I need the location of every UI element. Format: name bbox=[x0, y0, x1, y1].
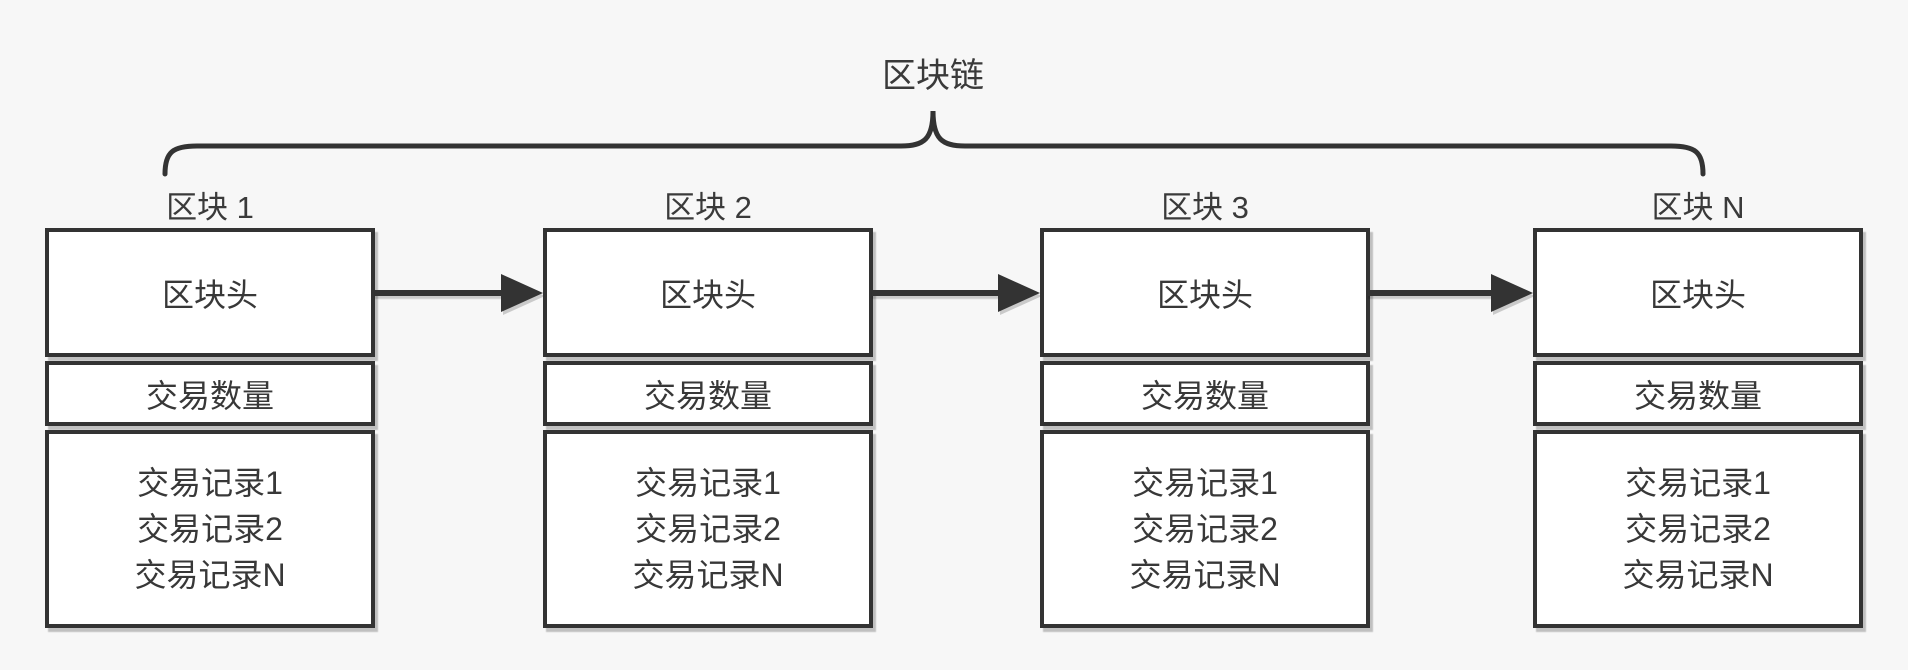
block-2-header-cell: 区块头 bbox=[543, 228, 873, 357]
block-3-header-label: 区块头 bbox=[1156, 276, 1253, 313]
chain-title: 区块链 bbox=[882, 57, 984, 95]
block-n-tx-count-cell: 交易数量 bbox=[1533, 361, 1863, 426]
tx-record: 交易记录2 bbox=[137, 511, 283, 547]
block-2-tx-records-cell: 交易记录1 交易记录2 交易记录N bbox=[543, 430, 873, 628]
block-1: 区块 1 区块头 交易数量 交易记录1 交易记录2 交易记录N bbox=[45, 190, 375, 628]
block-3: 区块 3 区块头 交易数量 交易记录1 交易记录2 交易记录N bbox=[1040, 190, 1370, 628]
arrow-head-icon bbox=[998, 274, 1040, 312]
block-2-tx-count-label: 交易数量 bbox=[643, 377, 772, 414]
arrow-shaft bbox=[872, 290, 1006, 296]
block-1-header-label: 区块头 bbox=[161, 276, 258, 313]
block-3-tx-count-cell: 交易数量 bbox=[1040, 361, 1370, 426]
arrow-shaft bbox=[375, 290, 509, 296]
block-1-tx-count-cell: 交易数量 bbox=[45, 361, 375, 426]
block-3-header-cell: 区块头 bbox=[1040, 228, 1370, 357]
tx-record: 交易记录2 bbox=[1625, 511, 1771, 547]
tx-record: 交易记录1 bbox=[1132, 465, 1278, 501]
tx-record: 交易记录2 bbox=[1132, 511, 1278, 547]
tx-record: 交易记录N bbox=[632, 557, 784, 593]
arrow-shaft bbox=[1368, 290, 1499, 296]
block-2: 区块 2 区块头 交易数量 交易记录1 交易记录2 交易记录N bbox=[543, 190, 873, 628]
block-3-tx-count-label: 交易数量 bbox=[1140, 377, 1269, 414]
tx-record: 交易记录1 bbox=[1625, 465, 1771, 501]
block-n-tx-count-label: 交易数量 bbox=[1633, 377, 1762, 414]
chain-brace bbox=[162, 110, 1706, 177]
tx-record: 交易记录2 bbox=[635, 511, 781, 547]
block-3-tx-records-cell: 交易记录1 交易记录2 交易记录N bbox=[1040, 430, 1370, 628]
arrow-head-icon bbox=[1491, 274, 1533, 312]
block-n: 区块 N 区块头 交易数量 交易记录1 交易记录2 交易记录N bbox=[1533, 190, 1863, 628]
block-n-tx-records-cell: 交易记录1 交易记录2 交易记录N bbox=[1533, 430, 1863, 628]
block-3-title: 区块 3 bbox=[1161, 190, 1249, 225]
block-n-title: 区块 N bbox=[1651, 190, 1745, 225]
block-2-header-label: 区块头 bbox=[659, 276, 756, 313]
arrow-head-icon bbox=[501, 274, 543, 312]
tx-record: 交易记录1 bbox=[635, 465, 781, 501]
tx-record: 交易记录N bbox=[1129, 557, 1281, 593]
block-1-header-cell: 区块头 bbox=[45, 228, 375, 357]
block-2-title: 区块 2 bbox=[664, 190, 752, 225]
block-1-tx-records-cell: 交易记录1 交易记录2 交易记录N bbox=[45, 430, 375, 628]
tx-record: 交易记录N bbox=[1622, 557, 1774, 593]
block-2-tx-count-cell: 交易数量 bbox=[543, 361, 873, 426]
block-1-tx-count-label: 交易数量 bbox=[145, 377, 274, 414]
tx-record: 交易记录1 bbox=[137, 465, 283, 501]
block-1-title: 区块 1 bbox=[166, 190, 254, 225]
tx-record: 交易记录N bbox=[134, 557, 286, 593]
block-n-header-cell: 区块头 bbox=[1533, 228, 1863, 357]
block-n-header-label: 区块头 bbox=[1649, 276, 1746, 313]
